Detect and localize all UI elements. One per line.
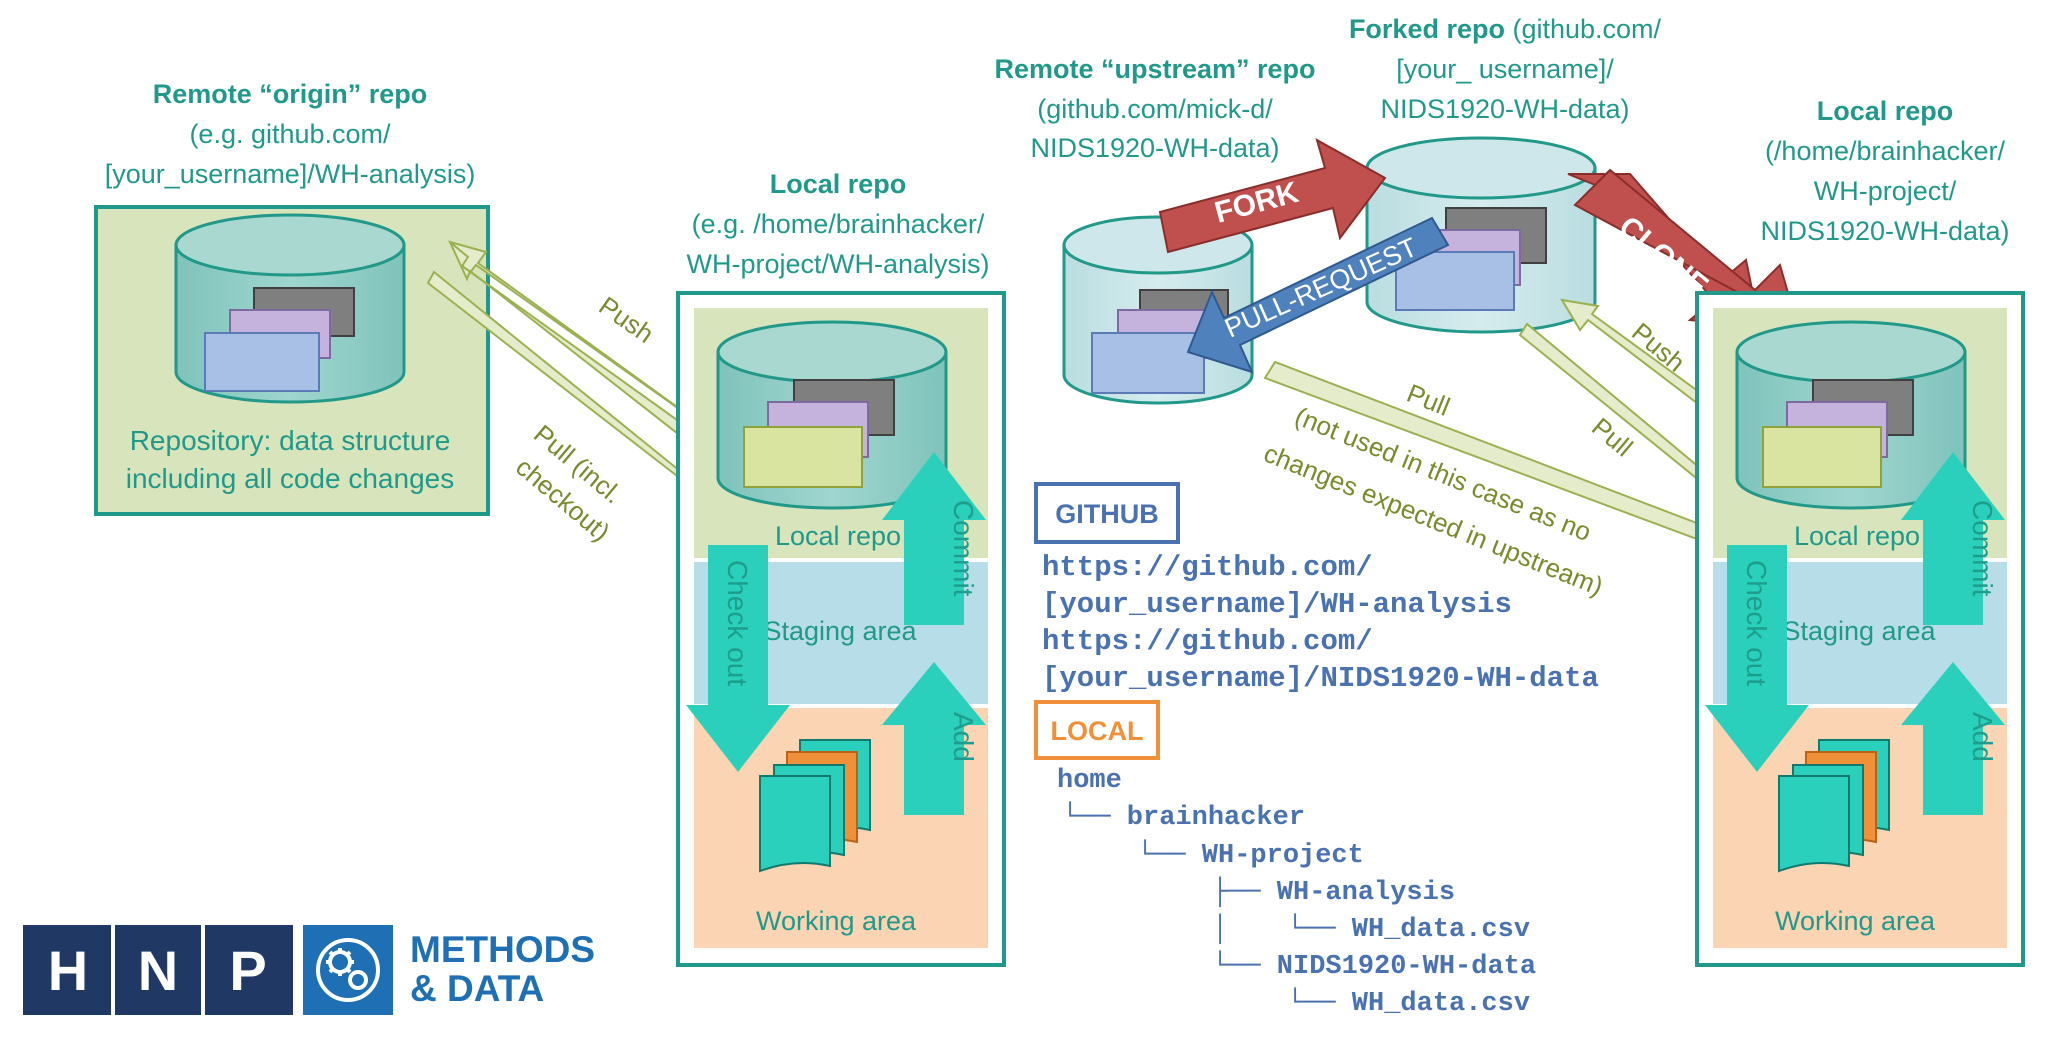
local2-repo-label: Local repo [1794, 521, 1920, 551]
local1-add-label: Add [948, 712, 979, 762]
local2-title: Local repo [1817, 96, 1954, 126]
local2-path-line2: WH-project/ [1814, 176, 1957, 206]
upstream-database-icon [1062, 215, 1254, 405]
local-legend: LOCAL home └── brainhacker └── WH-projec… [1034, 700, 1536, 1019]
push-label-left: Push [594, 290, 660, 349]
forked-title-rest: (github.com/ [1505, 14, 1662, 44]
tree-wh-data-csv-2: └── WH_data.csv [1287, 987, 1530, 1019]
logo-letter-n: N [138, 939, 178, 1002]
logo-letter-h: H [48, 939, 88, 1002]
tree-pipe: │ [1212, 913, 1228, 945]
local2-path-line1: (/home/brainhacker/ [1765, 136, 2006, 166]
local2-add-label: Add [1967, 712, 1998, 762]
tree-wh-data-csv-1: └── WH_data.csv [1287, 913, 1530, 945]
local2-commit-arrow [1901, 452, 2005, 625]
github-url-3: https://github.com/ [1042, 625, 1373, 658]
logo-text-data: & DATA [410, 968, 544, 1009]
local1-working-label: Working area [756, 906, 917, 936]
local1-path-line2: WH-project/WH-analysis) [686, 249, 989, 279]
local1-checkout-label: Check out [722, 560, 753, 686]
origin-path-line1: (e.g. github.com/ [189, 119, 391, 149]
github-url-1: https://github.com/ [1042, 551, 1373, 584]
forked-title-line: Forked repo (github.com/ [1349, 14, 1662, 44]
forked-path-line1: [your_ username]/ [1396, 54, 1614, 84]
tree-brainhacker: └── brainhacker [1062, 801, 1305, 833]
tree-home: home [1057, 766, 1122, 796]
local-repo-1: Local repo (e.g. /home/brainhacker/ WH-p… [676, 169, 1006, 967]
origin-repo: Remote “origin” repo (e.g. github.com/ [… [94, 79, 490, 516]
forked-database-icon [1365, 136, 1597, 334]
local2-add-arrow [1901, 662, 2005, 815]
gear-icon [316, 938, 380, 1002]
push-arrow-shaft [449, 241, 714, 457]
github-badge-label: GITHUB [1055, 499, 1159, 529]
local2-checkout-label: Check out [1741, 560, 1772, 686]
hnp-logo: H N P METHODS & DATA [23, 925, 595, 1015]
local2-staging-label: Staging area [1782, 616, 1936, 646]
local-badge-label: LOCAL [1051, 716, 1144, 746]
local1-commit-label: Commit [948, 500, 979, 597]
upstream-path-line2: NIDS1920-WH-data) [1030, 133, 1279, 163]
forked-repo: Forked repo (github.com/ [your_ username… [1349, 14, 1662, 334]
local1-add-arrow [882, 662, 986, 815]
forked-path-line2: NIDS1920-WH-data) [1380, 94, 1629, 124]
upstream-repo: Remote “upstream” repo (github.com/mick-… [994, 54, 1316, 405]
local2-path-line3: NIDS1920-WH-data) [1760, 216, 2009, 246]
local2-commit-label: Commit [1967, 500, 1998, 597]
local1-commit-arrow [882, 452, 986, 625]
upstream-path-line1: (github.com/mick-d/ [1037, 94, 1273, 124]
local2-files-icon [1778, 739, 1890, 873]
upstream-title: Remote “upstream” repo [994, 54, 1315, 84]
github-url-4: [your_username]/NIDS1920-WH-data [1042, 662, 1599, 695]
local-repo-2: Local repo (/home/brainhacker/ WH-projec… [1695, 96, 2025, 967]
logo-letter-p: P [229, 939, 266, 1002]
local-badge [1034, 700, 1160, 760]
tree-nids1920: └── NIDS1920-WH-data [1212, 950, 1536, 982]
origin-database-icon [174, 213, 406, 404]
local1-files-icon [759, 739, 871, 873]
logo-text-methods: METHODS [410, 929, 595, 970]
local1-staging-label: Staging area [763, 616, 917, 646]
github-badge [1034, 482, 1180, 544]
local1-repo-label: Local repo [775, 521, 901, 551]
local1-database-icon [716, 320, 948, 510]
tree-wh-project: └── WH-project [1137, 839, 1364, 871]
forked-title: Forked repo [1349, 14, 1505, 44]
local1-path-line1: (e.g. /home/brainhacker/ [692, 209, 985, 239]
local1-checkout-arrow [686, 545, 790, 772]
github-url-2: [your_username]/WH-analysis [1042, 588, 1512, 621]
origin-desc-line2: including all code changes [126, 463, 454, 494]
local2-checkout-arrow [1705, 545, 1809, 772]
local2-working-label: Working area [1775, 906, 1936, 936]
origin-title: Remote “origin” repo [153, 79, 428, 109]
local2-database-icon [1735, 320, 1967, 510]
origin-path-line2: [your_username]/WH-analysis) [105, 159, 476, 189]
logo-hnp-block [23, 925, 293, 1015]
tree-wh-analysis: ├── WH-analysis [1212, 876, 1455, 908]
origin-desc-line1: Repository: data structure [130, 425, 451, 456]
github-legend: GITHUB https://github.com/ [your_usernam… [1034, 482, 1599, 695]
local1-title: Local repo [770, 169, 907, 199]
